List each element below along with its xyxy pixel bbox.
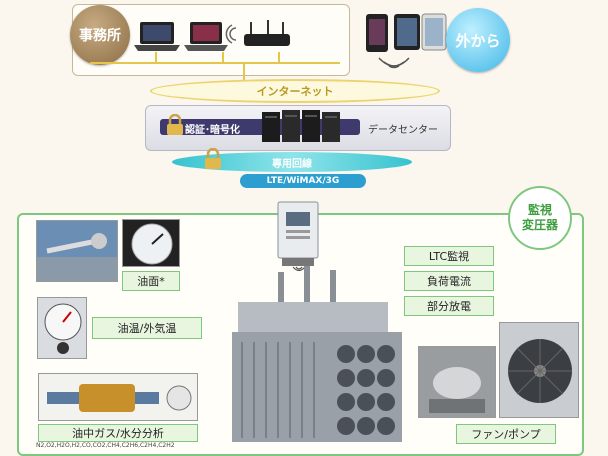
fan-pump-tag: ファン/ポンプ xyxy=(456,424,556,444)
oil-temp-tag: 油温/外気温 xyxy=(92,317,202,339)
lock-icon xyxy=(167,114,183,135)
internet-label: インターネット xyxy=(256,85,334,98)
partial-discharge-label: 部分放電 xyxy=(427,300,471,313)
office-label: 事務所 xyxy=(79,28,121,44)
fan-pump-label: ファン/ポンプ xyxy=(471,428,541,441)
gas-analyzer-photo xyxy=(38,373,198,421)
private-line-label: 専用回線 xyxy=(272,158,312,170)
load-current-tag: 負荷電流 xyxy=(404,271,494,291)
laptop-2-icon xyxy=(184,22,228,51)
gas-list: N2,O2,H2O,H2,CO,CO2,CH4,C2H6,C2H4,C2H2 xyxy=(36,442,175,449)
office-uplink xyxy=(243,62,245,80)
ltc-label: LTC監視 xyxy=(428,250,470,263)
lock-icon-2 xyxy=(205,148,221,169)
partial-discharge-tag: 部分放電 xyxy=(404,296,494,316)
monitor-badge: 監視 変圧器 xyxy=(508,186,572,250)
auth-label: 認証･暗号化 xyxy=(185,125,240,136)
monitoring-unit xyxy=(277,201,319,266)
outside-label: 外から xyxy=(455,31,501,50)
ltc-tag: LTC監視 xyxy=(404,246,494,266)
wifi-icon xyxy=(225,24,237,44)
oil-level-photo xyxy=(36,220,118,282)
monitor-title-2: 変圧器 xyxy=(521,218,558,232)
private-line: 専用回線 xyxy=(172,152,412,172)
smartphone-icon xyxy=(366,14,388,52)
gas-analysis-tag: 油中ガス/水分分析 xyxy=(38,424,198,442)
tablet-2-icon xyxy=(421,13,447,51)
line-drop-3 xyxy=(278,52,280,64)
oil-level-label: 油面* xyxy=(137,275,165,288)
load-current-label: 負荷電流 xyxy=(427,275,471,288)
signal-icon xyxy=(378,57,410,69)
gas-analysis-label: 油中ガス/水分分析 xyxy=(72,427,164,440)
oil-temp-label: 油温/外気温 xyxy=(117,322,177,335)
tablet-icon xyxy=(394,14,420,50)
internet-cloud: インターネット xyxy=(150,79,440,103)
oil-gauge-photo xyxy=(122,219,180,267)
network-type-label: LTE/WiMAX/3G xyxy=(266,176,340,186)
fan-photo xyxy=(499,322,579,418)
monitor-title-1: 監視 xyxy=(527,203,552,217)
router-icon xyxy=(244,20,290,46)
office-devices xyxy=(134,20,290,51)
network-type-badge: LTE/WiMAX/3G xyxy=(240,174,366,188)
oil-level-tag: 油面* xyxy=(122,271,180,291)
pump-photo xyxy=(418,346,496,418)
datacenter-label: データセンター xyxy=(368,125,438,136)
mobile-devices xyxy=(366,13,447,69)
line-drop-1 xyxy=(155,52,157,64)
laptop-icon xyxy=(134,22,180,51)
server-icon xyxy=(262,110,340,142)
temperature-gauge-photo xyxy=(37,297,87,359)
wireless-icon xyxy=(292,266,306,272)
outside-badge: 外から xyxy=(446,8,510,72)
office-lan-line xyxy=(90,62,340,64)
line-drop-2 xyxy=(222,52,224,64)
transformer-illustration xyxy=(232,266,402,442)
office-badge: 事務所 xyxy=(70,5,130,65)
